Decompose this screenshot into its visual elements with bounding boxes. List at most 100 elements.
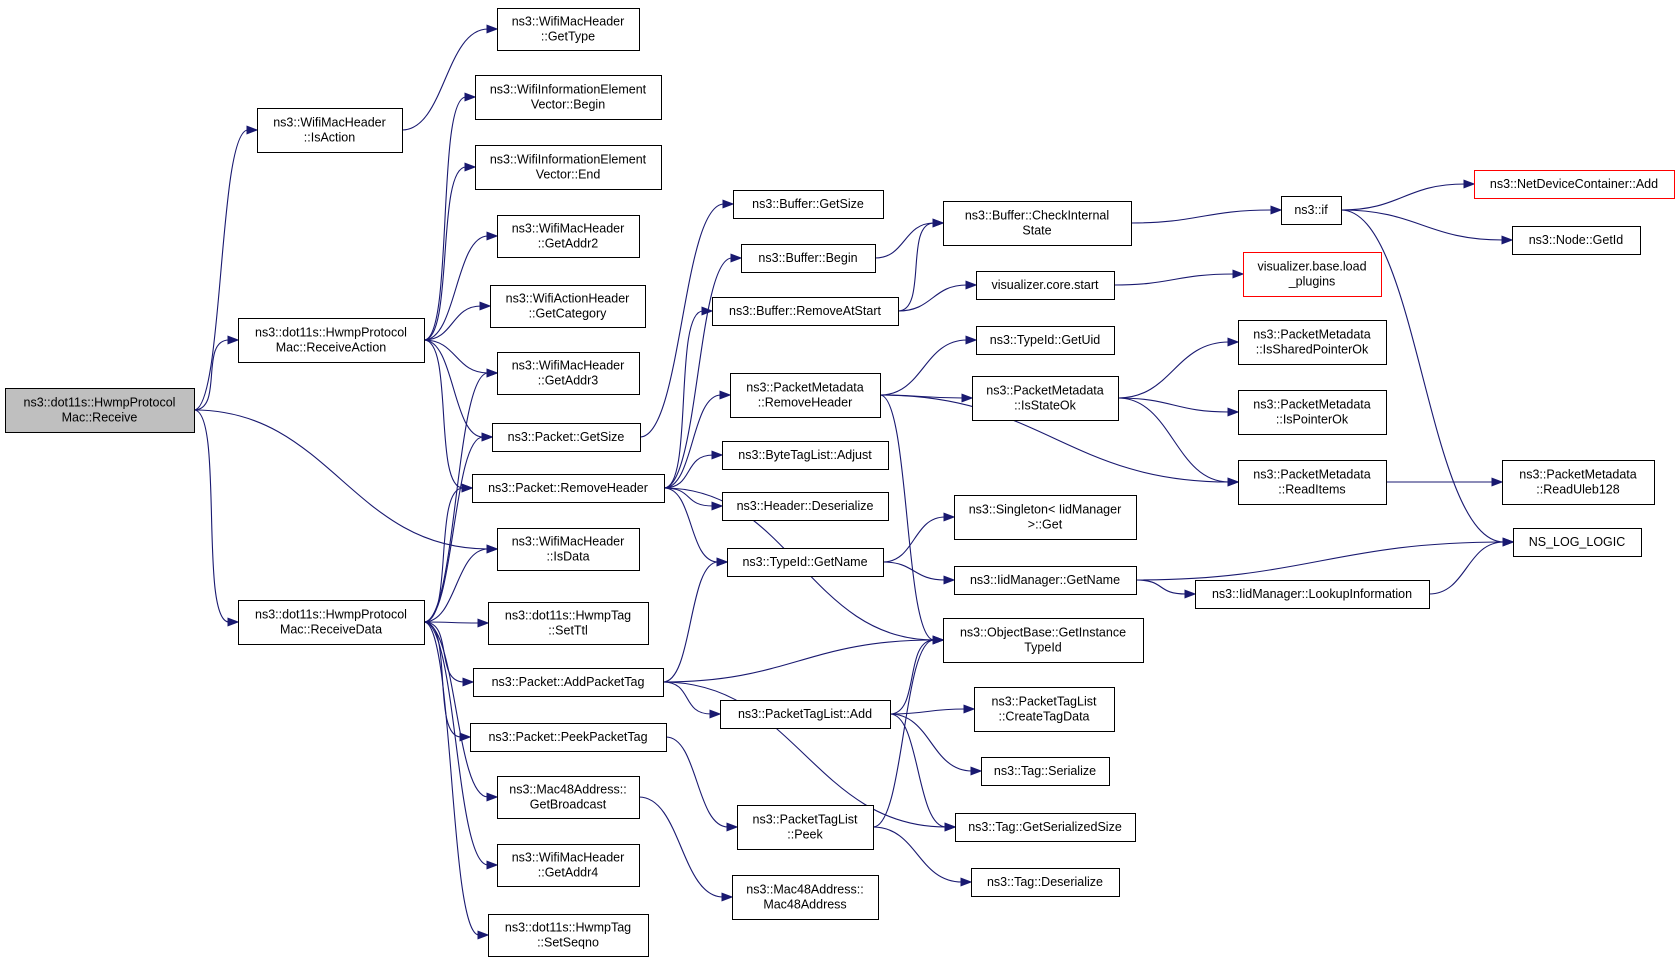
node-box-ieBegin[interactable] xyxy=(475,75,662,120)
node-pmIsStateOk[interactable]: ns3::PacketMetadata::IsStateOk xyxy=(972,376,1119,421)
node-box-receive[interactable] xyxy=(5,388,195,433)
node-box-getAddr4[interactable] xyxy=(497,844,640,887)
node-box-pmReadItems[interactable] xyxy=(1238,460,1387,505)
node-box-mac48Address[interactable] xyxy=(732,875,879,920)
node-box-pmRemoveHeader[interactable] xyxy=(730,373,881,418)
node-box-iidGetName[interactable] xyxy=(954,566,1137,595)
node-box-nsLogLogic[interactable] xyxy=(1513,528,1642,557)
node-vizBaseLoad[interactable]: visualizer.base.load_plugins xyxy=(1243,252,1382,297)
node-tagGetSerializedSize[interactable]: ns3::Tag::GetSerializedSize xyxy=(955,813,1136,842)
node-box-ieEnd[interactable] xyxy=(475,145,662,190)
node-getAddr2[interactable]: ns3::WifiMacHeader::GetAddr2 xyxy=(497,215,640,258)
node-getType[interactable]: ns3::WifiMacHeader::GetType xyxy=(497,8,640,51)
node-packetGetSize[interactable]: ns3::Packet::GetSize xyxy=(492,423,641,452)
node-mac48Address[interactable]: ns3::Mac48Address::Mac48Address xyxy=(732,875,879,920)
node-ptlPeek[interactable]: ns3::PacketTagList::Peek xyxy=(737,805,874,850)
node-ndcAdd[interactable]: ns3::NetDeviceContainer::Add xyxy=(1474,170,1675,199)
node-nodeGetId[interactable]: ns3::Node::GetId xyxy=(1512,226,1641,255)
node-box-nodeGetId[interactable] xyxy=(1512,226,1641,255)
node-box-removeHeader[interactable] xyxy=(472,474,665,503)
node-box-singletonGet[interactable] xyxy=(954,495,1137,540)
node-box-tagDeserialize[interactable] xyxy=(971,868,1120,897)
node-box-pmIsSharedPointerOk[interactable] xyxy=(1238,320,1387,365)
node-box-readUleb128[interactable] xyxy=(1502,460,1655,505)
node-box-getType[interactable] xyxy=(497,8,640,51)
node-bufferGetSize[interactable]: ns3::Buffer::GetSize xyxy=(733,190,884,219)
node-createTagData[interactable]: ns3::PacketTagList::CreateTagData xyxy=(974,687,1115,732)
node-box-typeIdGetName[interactable] xyxy=(727,548,884,577)
node-readUleb128[interactable]: ns3::PacketMetadata::ReadUleb128 xyxy=(1502,460,1655,505)
node-box-getCategory[interactable] xyxy=(490,285,646,328)
node-box-getBroadcast[interactable] xyxy=(497,776,640,819)
node-box-peekPacketTag[interactable] xyxy=(470,723,667,752)
node-box-pmIsStateOk[interactable] xyxy=(972,376,1119,421)
node-box-vizCoreStart[interactable] xyxy=(976,271,1115,300)
node-addPacketTag[interactable]: ns3::Packet::AddPacketTag xyxy=(473,668,664,697)
node-setTtl[interactable]: ns3::dot11s::HwmpTag::SetTtl xyxy=(488,602,649,645)
node-box-setTtl[interactable] xyxy=(488,602,649,645)
node-getBroadcast[interactable]: ns3::Mac48Address::GetBroadcast xyxy=(497,776,640,819)
node-bufferBegin[interactable]: ns3::Buffer::Begin xyxy=(741,244,876,273)
node-pmRemoveHeader[interactable]: ns3::PacketMetadata::RemoveHeader xyxy=(730,373,881,418)
node-lookupInformation[interactable]: ns3::IidManager::LookupInformation xyxy=(1195,580,1430,609)
node-nsIf[interactable]: ns3::if xyxy=(1281,196,1342,225)
node-box-addPacketTag[interactable] xyxy=(473,668,664,697)
node-isData[interactable]: ns3::WifiMacHeader::IsData xyxy=(497,528,640,571)
node-isAction[interactable]: ns3::WifiMacHeader::IsAction xyxy=(257,108,403,153)
node-box-ptlPeek[interactable] xyxy=(737,805,874,850)
node-receiveData[interactable]: ns3::dot11s::HwmpProtocolMac::ReceiveDat… xyxy=(238,600,425,645)
node-pmIsSharedPointerOk[interactable]: ns3::PacketMetadata::IsSharedPointerOk xyxy=(1238,320,1387,365)
node-box-isData[interactable] xyxy=(497,528,640,571)
node-box-ptlAdd[interactable] xyxy=(720,700,891,729)
node-typeIdGetUid[interactable]: ns3::TypeId::GetUid xyxy=(976,326,1115,355)
node-receiveAction[interactable]: ns3::dot11s::HwmpProtocolMac::ReceiveAct… xyxy=(238,318,425,363)
node-box-pmIsPointerOk[interactable] xyxy=(1238,390,1387,435)
node-removeHeader[interactable]: ns3::Packet::RemoveHeader xyxy=(472,474,665,503)
node-box-lookupInformation[interactable] xyxy=(1195,580,1430,609)
node-box-headerDeserialize[interactable] xyxy=(722,492,889,521)
node-box-createTagData[interactable] xyxy=(974,687,1115,732)
node-box-setSeqno[interactable] xyxy=(488,914,649,957)
node-box-tagSerialize[interactable] xyxy=(981,757,1110,786)
node-nsLogLogic[interactable]: NS_LOG_LOGIC xyxy=(1513,528,1642,557)
node-box-bufferGetSize[interactable] xyxy=(733,190,884,219)
node-ptlAdd[interactable]: ns3::PacketTagList::Add xyxy=(720,700,891,729)
node-iidGetName[interactable]: ns3::IidManager::GetName xyxy=(954,566,1137,595)
node-vizCoreStart[interactable]: visualizer.core.start xyxy=(976,271,1115,300)
node-peekPacketTag[interactable]: ns3::Packet::PeekPacketTag xyxy=(470,723,667,752)
node-box-byteTagAdjust[interactable] xyxy=(722,441,889,470)
node-box-bufferBegin[interactable] xyxy=(741,244,876,273)
node-getAddr3[interactable]: ns3::WifiMacHeader::GetAddr3 xyxy=(497,352,640,395)
node-pmReadItems[interactable]: ns3::PacketMetadata::ReadItems xyxy=(1238,460,1387,505)
node-setSeqno[interactable]: ns3::dot11s::HwmpTag::SetSeqno xyxy=(488,914,649,957)
node-box-nsIf[interactable] xyxy=(1281,196,1342,225)
node-getAddr4[interactable]: ns3::WifiMacHeader::GetAddr4 xyxy=(497,844,640,887)
node-headerDeserialize[interactable]: ns3::Header::Deserialize xyxy=(722,492,889,521)
node-box-vizBaseLoad[interactable] xyxy=(1243,252,1382,297)
node-box-removeAtStart[interactable] xyxy=(712,297,899,326)
node-box-ndcAdd[interactable] xyxy=(1474,170,1675,199)
node-tagSerialize[interactable]: ns3::Tag::Serialize xyxy=(981,757,1110,786)
node-byteTagAdjust[interactable]: ns3::ByteTagList::Adjust xyxy=(722,441,889,470)
node-typeIdGetName[interactable]: ns3::TypeId::GetName xyxy=(727,548,884,577)
node-pmIsPointerOk[interactable]: ns3::PacketMetadata::IsPointerOk xyxy=(1238,390,1387,435)
node-box-typeIdGetUid[interactable] xyxy=(976,326,1115,355)
node-box-getAddr3[interactable] xyxy=(497,352,640,395)
node-box-getAddr2[interactable] xyxy=(497,215,640,258)
node-box-receiveAction[interactable] xyxy=(238,318,425,363)
node-box-isAction[interactable] xyxy=(257,108,403,153)
node-getCategory[interactable]: ns3::WifiActionHeader::GetCategory xyxy=(490,285,646,328)
node-tagDeserialize[interactable]: ns3::Tag::Deserialize xyxy=(971,868,1120,897)
node-box-tagGetSerializedSize[interactable] xyxy=(955,813,1136,842)
node-box-getInstanceTypeId[interactable] xyxy=(943,618,1144,663)
node-box-packetGetSize[interactable] xyxy=(492,423,641,452)
node-box-checkInternalState[interactable] xyxy=(943,201,1132,246)
node-box-receiveData[interactable] xyxy=(238,600,425,645)
node-removeAtStart[interactable]: ns3::Buffer::RemoveAtStart xyxy=(712,297,899,326)
node-singletonGet[interactable]: ns3::Singleton< IidManager>::Get xyxy=(954,495,1137,540)
